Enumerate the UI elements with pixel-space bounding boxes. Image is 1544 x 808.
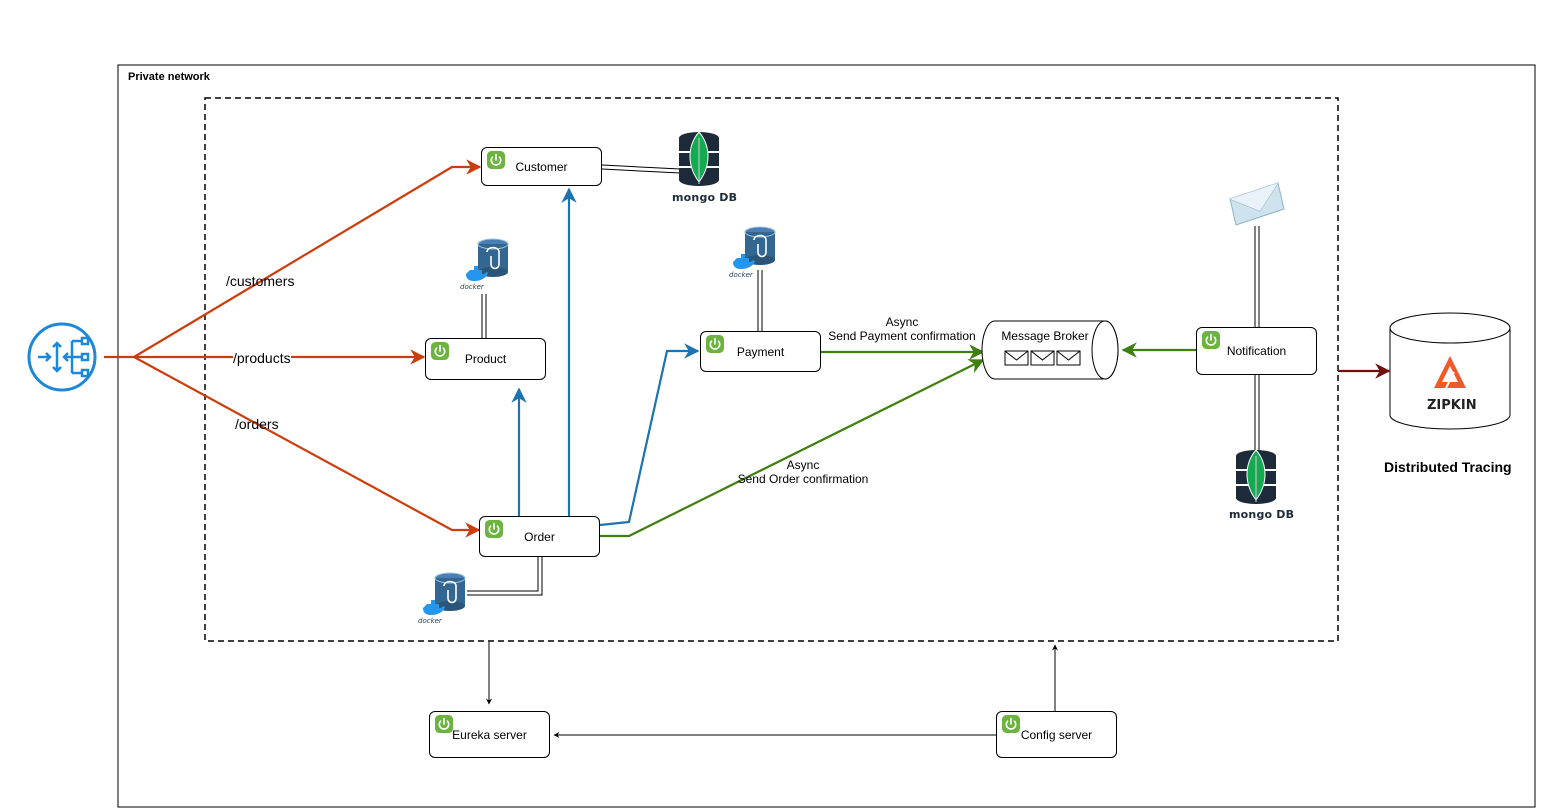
order-service-label: Order [524,529,555,544]
eureka-server-node[interactable]: Eureka server [429,711,550,758]
distributed-tracing-title: Distributed Tracing [1384,459,1512,475]
infra-arrows [486,642,1058,738]
email-envelope-icon [1229,182,1285,226]
spring-boot-icon [1202,331,1220,349]
customer-service-label: Customer [515,159,568,174]
order-to-payment-line [599,343,700,527]
message-broker-shape [981,320,1119,380]
config-server-label: Config server [1020,727,1093,742]
zipkin-icon [1434,356,1466,389]
route-label-customers: /customers [226,273,295,289]
zipkin-logo-text: ZIPKIN [1427,398,1477,413]
config-server-node[interactable]: Config server [996,711,1117,758]
sync-calls [511,187,700,527]
route-orders-line [133,356,481,538]
route-customers-line [133,159,482,358]
api-gateway-icon [27,322,97,392]
mongodb-icon-customer [679,131,719,186]
private-network-boundary [117,64,1536,808]
postgres-docker-icon-order [423,572,466,615]
route-label-products: /products [233,350,291,366]
spring-boot-icon [706,335,724,353]
payment-service-node[interactable]: Payment [700,331,821,372]
payment-service-label: Payment [736,344,785,359]
message-envelopes [1004,350,1081,366]
spring-boot-icon [435,715,453,733]
docker-label-product: docker [460,283,484,291]
gateway-routes [104,159,482,538]
docker-label-order: docker [418,617,442,625]
postgres-docker-icon-product [466,238,509,281]
spring-boot-icon [1002,715,1020,733]
product-service-node[interactable]: Product [425,338,546,380]
private-network-label: Private network [128,71,210,83]
payment-async-note-line2: Send Payment confirmation [828,329,976,343]
notification-service-label: Notification [1226,344,1287,358]
db-links [467,164,1260,596]
payment-async-note-line1: Async [885,315,919,329]
spring-boot-icon [485,520,503,538]
order-service-node[interactable]: Order [479,516,600,557]
eureka-server-label: Eureka server [452,727,527,742]
mongodb-label-customer: mongo DB [672,191,738,204]
mongodb-icon-notification [1236,449,1276,504]
route-label-orders: /orders [235,416,279,432]
services-boundary [204,97,1339,642]
notification-service-node[interactable]: Notification [1196,327,1317,375]
message-broker-label: Message Broker [1001,329,1089,343]
async-messages [600,342,1196,538]
spring-boot-icon [487,151,505,169]
mongodb-label-notification: mongo DB [1229,508,1295,521]
payment-async-note: Async Send Payment confirmation [822,315,982,343]
order-async-note: Async Send Order confirmation [718,458,888,486]
docker-label-payment: docker [729,271,753,279]
order-async-note-line1: Async [786,458,820,472]
spring-boot-icon [431,342,449,360]
product-service-label: Product [464,352,507,366]
order-async-note-line2: Send Order confirmation [737,472,869,486]
customer-service-node[interactable]: Customer [481,147,602,186]
order-to-broker-line [600,359,985,538]
postgres-docker-icon-payment [733,226,776,269]
